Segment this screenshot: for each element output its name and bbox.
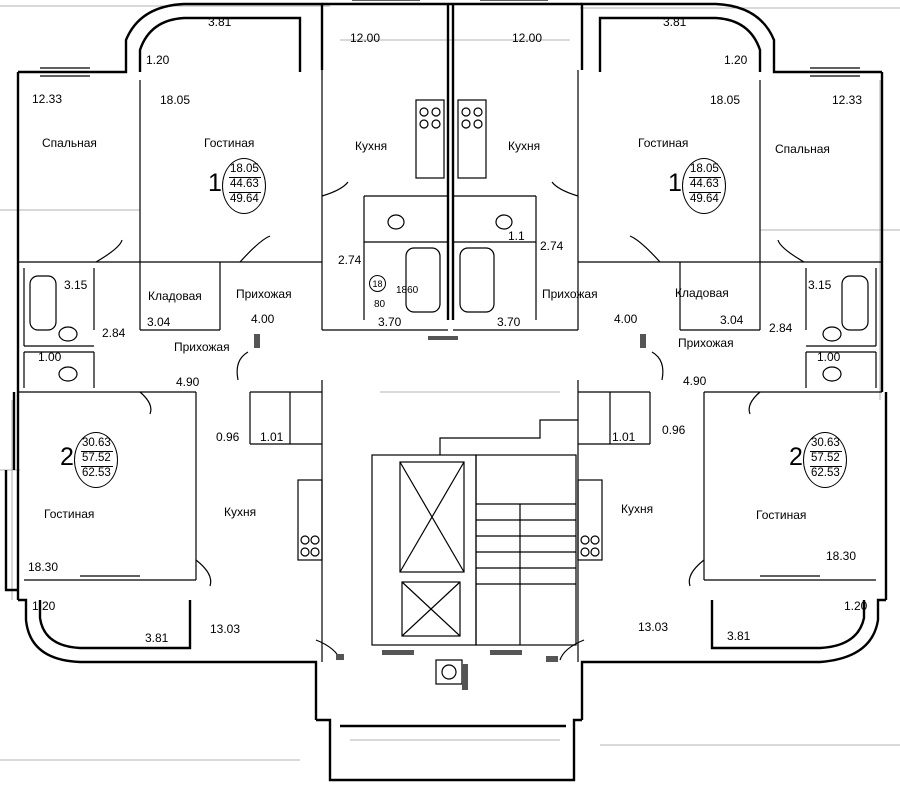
area-balcony-bottom-left: 3.81 xyxy=(145,631,169,645)
area-wc2-top-right: 1.00 xyxy=(817,350,841,364)
area-bath-center-right: 3.70 xyxy=(497,315,521,329)
area-bath-center-left: 3.70 xyxy=(378,315,402,329)
badge-divider xyxy=(81,466,113,467)
badge-room-count: 2 xyxy=(789,443,803,471)
area-bath-mid-left: 0.96 xyxy=(216,430,240,444)
area-loggia-top-left: 1.20 xyxy=(146,53,170,67)
area-shaft: 1.1 xyxy=(508,229,525,243)
area-hall-top-left: 4.00 xyxy=(251,312,275,326)
area-loggia-bottom-left: 1.20 xyxy=(32,599,56,613)
area-bath-top-left: 3.15 xyxy=(64,278,88,292)
badge-divider xyxy=(229,192,261,193)
room-label-kitchen-top-left: Кухня xyxy=(355,139,388,153)
area-kitchen-bottom-left: 13.03 xyxy=(210,622,241,636)
room-label-living-bottom-right: Гостиная xyxy=(756,508,807,522)
room-label-storage-right: Кладовая xyxy=(675,286,729,300)
area-balcony-top-left: 3.81 xyxy=(208,15,232,29)
badge-room-count: 1 xyxy=(668,169,682,197)
room-label-hall-top-right: Прихожая xyxy=(542,287,598,301)
area-hall-mid-left: 4.90 xyxy=(176,375,200,389)
area-living-bottom-left: 18.30 xyxy=(28,560,59,574)
badge-total-area: 49.64 xyxy=(690,193,719,205)
area-wc-mid-right: 1.01 xyxy=(612,430,636,444)
badge-ellipse xyxy=(682,158,726,214)
room-label-bedroom-right: Спальная xyxy=(775,142,830,156)
badge-divider xyxy=(689,177,721,178)
badge-living-area: 18.05 xyxy=(690,163,719,175)
area-kitchen-top-left: 12.00 xyxy=(350,31,381,45)
apartment-badge-1-left: 1 18.05 44.63 49.64 xyxy=(208,158,266,214)
riser-offset: 80 xyxy=(374,299,386,310)
badge-ellipse xyxy=(222,158,266,214)
room-label-living-top-left: Гостиная xyxy=(204,136,255,150)
area-bath-mid-right: 0.96 xyxy=(662,423,686,437)
area-storage-top-left: 3.04 xyxy=(147,315,171,329)
badge-living-area: 30.63 xyxy=(82,437,111,449)
room-label-kitchen-top-right: Кухня xyxy=(508,139,541,153)
area-loggia-top-right: 1.20 xyxy=(724,53,748,67)
area-balcony-bottom-right: 3.81 xyxy=(727,629,751,643)
badge-divider xyxy=(229,177,261,178)
apartment-badge-1-right: 1 18.05 44.63 49.64 xyxy=(668,158,726,214)
badge-divider xyxy=(81,451,113,452)
apartment-badge-2-right: 2 30.63 57.52 62.53 xyxy=(789,432,847,488)
area-kitchen-bottom-right: 13.03 xyxy=(638,620,669,634)
area-wc-top-left: 2.84 xyxy=(102,326,126,340)
badge-room-count: 2 xyxy=(60,443,74,471)
room-label-kitchen-bottom-right: Кухня xyxy=(621,502,654,516)
riser-pipe-length: 1860 xyxy=(396,285,419,296)
area-loggia-bottom-right: 1.20 xyxy=(844,599,868,613)
badge-useful-area: 57.52 xyxy=(82,452,111,464)
badge-useful-area: 44.63 xyxy=(230,178,259,190)
area-living-top-left: 18.05 xyxy=(160,93,191,107)
room-label-hall-top-left: Прихожая xyxy=(236,287,292,301)
area-wc2-top-left: 1.00 xyxy=(38,350,62,364)
apartment-badge-2-left: 2 30.63 57.52 62.53 xyxy=(60,432,118,488)
room-label-living-top-right: Гостиная xyxy=(638,136,689,150)
area-corridor-top-right: 2.74 xyxy=(540,239,564,253)
badge-total-area: 49.64 xyxy=(230,193,259,205)
badge-ellipse xyxy=(803,432,847,488)
room-label-hall-mid-left: Прихожая xyxy=(174,340,230,354)
badge-useful-area: 57.52 xyxy=(811,452,840,464)
badge-total-area: 62.53 xyxy=(811,467,840,479)
area-living-bottom-right: 18.30 xyxy=(826,549,857,563)
badge-room-count: 1 xyxy=(208,169,222,197)
area-bath-top-right: 3.15 xyxy=(808,278,832,292)
room-label-storage-left: Кладовая xyxy=(148,289,202,303)
room-label-hall-mid-right: Прихожая xyxy=(678,336,734,350)
room-label-kitchen-bottom-left: Кухня xyxy=(224,505,257,519)
badge-living-area: 30.63 xyxy=(811,437,840,449)
area-balcony-top-right: 3.81 xyxy=(663,15,687,29)
area-bedroom-top-right: 12.33 xyxy=(832,93,863,107)
badge-divider xyxy=(810,451,842,452)
area-storage-top-right: 3.04 xyxy=(720,313,744,327)
badge-total-area: 62.53 xyxy=(82,467,111,479)
badge-living-area: 18.05 xyxy=(230,163,259,175)
area-living-top-right: 18.05 xyxy=(710,93,741,107)
riser-tag: 18 xyxy=(369,275,386,292)
badge-divider xyxy=(689,192,721,193)
area-hall-top-right: 4.00 xyxy=(614,312,638,326)
badge-useful-area: 44.63 xyxy=(690,178,719,190)
badge-ellipse xyxy=(74,432,118,488)
area-hall-mid-right: 4.90 xyxy=(683,374,707,388)
area-wc-top-right: 2.84 xyxy=(769,321,793,335)
area-corridor-top-left: 2.74 xyxy=(338,253,362,267)
area-bedroom-top-left: 12.33 xyxy=(32,92,63,106)
room-label-bedroom-left: Спальная xyxy=(42,136,97,150)
badge-divider xyxy=(810,466,842,467)
area-wc-mid-left: 1.01 xyxy=(260,430,284,444)
room-label-living-bottom-left: Гостиная xyxy=(44,507,95,521)
area-kitchen-top-right: 12.00 xyxy=(512,31,543,45)
